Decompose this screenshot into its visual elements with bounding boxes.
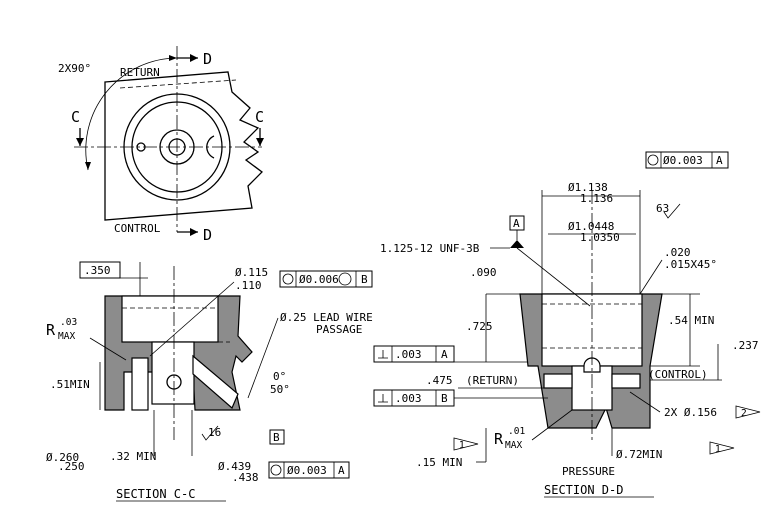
angle-arc xyxy=(85,57,178,171)
svg-text:50°: 50° xyxy=(270,383,290,396)
section-cc-title: SECTION C-C xyxy=(116,487,195,501)
svg-text:.54 MIN: .54 MIN xyxy=(668,314,714,327)
lead-wire-label: Ø.25 LEAD WIRE xyxy=(280,311,373,324)
svg-text:.725: .725 xyxy=(466,320,493,333)
svg-text:B: B xyxy=(441,392,448,405)
svg-text:16: 16 xyxy=(208,426,221,439)
svg-text:Ø.72MIN: Ø.72MIN xyxy=(616,448,662,461)
top-view-outline xyxy=(104,71,263,221)
control-label: CONTROL xyxy=(114,222,161,235)
svg-text:1.136: 1.136 xyxy=(580,192,613,205)
section-cc: .350 R MAX .03 Ø.115 .110 Ø0.006 B Ø.25 … xyxy=(46,261,373,502)
fcf-perp-b: .003 B xyxy=(373,389,455,407)
datum-a: A xyxy=(513,217,520,230)
svg-text:.250: .250 xyxy=(58,460,85,473)
svg-text:.03: .03 xyxy=(60,317,77,328)
fcf-position-a: Ø0.003 A xyxy=(268,461,350,479)
svg-text:Ø0.006: Ø0.006 xyxy=(299,273,339,286)
dia-439: Ø.439 xyxy=(218,460,251,473)
svg-text:R: R xyxy=(494,430,504,448)
svg-text:63: 63 xyxy=(656,202,669,215)
svg-text:MAX: MAX xyxy=(505,440,522,451)
holes-callout: 2X Ø.156 xyxy=(664,406,717,419)
fcf-position-b: Ø0.006 B xyxy=(279,270,373,288)
svg-text:2: 2 xyxy=(741,408,747,419)
svg-text:.020: .020 xyxy=(664,246,691,259)
svg-text:1: 1 xyxy=(459,440,465,451)
svg-text:.090: .090 xyxy=(470,266,497,279)
dia-10448: Ø1.0448 xyxy=(568,220,614,233)
svg-text:.110: .110 xyxy=(235,279,262,292)
svg-text:.15 MIN: .15 MIN xyxy=(416,456,462,469)
svg-text:A: A xyxy=(716,154,723,167)
thread-callout: 1.125-12 UNF-3B xyxy=(380,242,480,255)
svg-text:.015X45°: .015X45° xyxy=(664,258,717,271)
section-dd-title: SECTION D-D xyxy=(544,483,623,497)
section-d-top: D xyxy=(203,50,212,68)
section-c-right: C xyxy=(255,108,264,126)
svg-text:.475: .475 xyxy=(426,374,453,387)
svg-text:.01: .01 xyxy=(508,426,525,437)
dim-51: .51MIN xyxy=(50,378,90,391)
return-label: RETURN xyxy=(120,66,160,79)
svg-text:0°: 0° xyxy=(273,370,286,383)
dia-115: Ø.115 xyxy=(235,266,268,279)
fcf-perp-a: .003 A xyxy=(373,345,455,363)
svg-text:A: A xyxy=(441,348,448,361)
dia-260: Ø.260 xyxy=(46,451,79,464)
svg-text:B: B xyxy=(361,273,368,286)
fcf-position-top: Ø0.003 A xyxy=(645,151,729,169)
svg-text:Ø0.003: Ø0.003 xyxy=(287,464,327,477)
svg-text:.237: .237 xyxy=(732,339,759,352)
svg-text:.003: .003 xyxy=(395,392,422,405)
angle-label: 2X90° xyxy=(58,62,91,75)
svg-text:1: 1 xyxy=(715,444,721,455)
pressure-label: PRESSURE xyxy=(562,465,615,478)
section-c-left: C xyxy=(71,108,80,126)
svg-text:.003: .003 xyxy=(395,348,422,361)
dia-1138: Ø1.138 xyxy=(568,181,608,194)
svg-text:.438: .438 xyxy=(232,471,259,484)
svg-text:(CONTROL): (CONTROL) xyxy=(648,368,708,381)
datum-b: B xyxy=(273,431,280,444)
svg-text:(RETURN): (RETURN) xyxy=(466,374,519,387)
section-d-bottom: D xyxy=(203,226,212,244)
svg-text:PASSAGE: PASSAGE xyxy=(316,323,362,336)
svg-text:Ø0.003: Ø0.003 xyxy=(663,154,703,167)
svg-text:R: R xyxy=(46,321,56,339)
svg-text:1.0350: 1.0350 xyxy=(580,231,620,244)
svg-text:A: A xyxy=(338,464,345,477)
svg-text:.32 MIN: .32 MIN xyxy=(110,450,156,463)
dim-350: .350 xyxy=(84,264,111,277)
top-view: 2X90° RETURN CONTROL C C D D xyxy=(58,46,264,244)
svg-text:MAX: MAX xyxy=(58,331,75,342)
section-dd: Ø1.138 1.136 Ø0.003 A 63 A Ø1.0448 1.035… xyxy=(373,151,761,498)
